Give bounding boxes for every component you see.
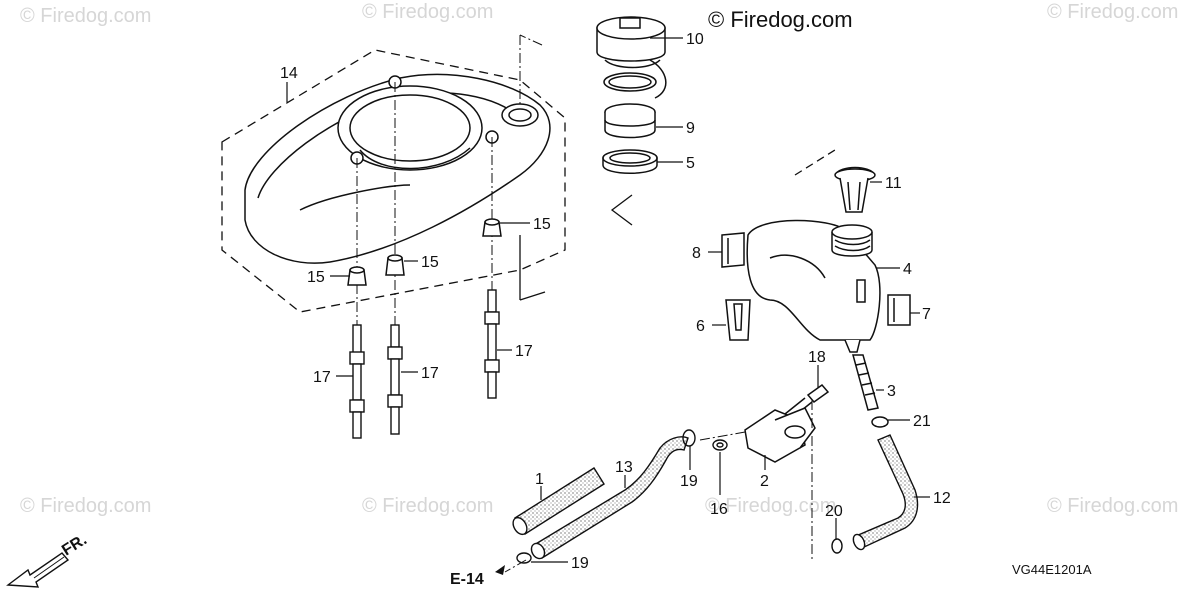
callout-15: 15 bbox=[533, 216, 551, 233]
watermark: © Firedog.com bbox=[705, 495, 836, 517]
callout-14: 14 bbox=[280, 65, 298, 82]
callout-10: 10 bbox=[686, 31, 704, 48]
diagram-code: VG44E1201A bbox=[1012, 562, 1092, 577]
callout-17: 17 bbox=[421, 365, 439, 382]
callout-20: 20 bbox=[825, 503, 843, 520]
callout-15: 15 bbox=[307, 269, 325, 286]
grommet-parts bbox=[347, 218, 502, 286]
fuel-hose-1 bbox=[512, 467, 605, 536]
watermark: © Firedog.com bbox=[20, 5, 151, 27]
callout-9: 9 bbox=[686, 120, 695, 137]
watermark: © Firedog.com bbox=[362, 1, 493, 23]
centerlines bbox=[504, 400, 813, 573]
shroud-group-boundary bbox=[221, 49, 566, 313]
callout-3: 3 bbox=[887, 383, 896, 400]
watermark: © Firedog.com bbox=[362, 495, 493, 517]
callout-1: 1 bbox=[535, 471, 544, 488]
callout-2: 2 bbox=[760, 473, 769, 490]
callout-21: 21 bbox=[913, 413, 931, 430]
dashed-bracket bbox=[610, 194, 633, 226]
seal-ring bbox=[602, 149, 658, 174]
cap-gasket bbox=[603, 59, 667, 99]
stud-bolts bbox=[349, 289, 500, 439]
watermark: © Firedog.com bbox=[20, 495, 151, 517]
tank-cushions bbox=[721, 232, 911, 341]
callout-15: 15 bbox=[421, 254, 439, 271]
callout-19: 19 bbox=[680, 473, 698, 490]
callout-19: 19 bbox=[571, 555, 589, 572]
callout-6: 6 bbox=[696, 318, 705, 335]
watermark: © Firedog.com bbox=[1047, 495, 1178, 517]
callout-18: 18 bbox=[808, 349, 826, 366]
callout-7: 7 bbox=[922, 306, 931, 323]
watermark: © Firedog.com bbox=[1047, 1, 1178, 23]
callout-5: 5 bbox=[686, 155, 695, 172]
callout-11: 11 bbox=[885, 175, 902, 192]
section-reference: E-14 bbox=[450, 571, 484, 588]
centerlines bbox=[356, 34, 543, 345]
fuel-tank bbox=[746, 219, 881, 353]
fuel-strainer bbox=[834, 166, 876, 213]
leader-lines bbox=[286, 37, 930, 563]
leader-line bbox=[519, 291, 546, 301]
callout-13: 13 bbox=[615, 459, 633, 476]
callout-16: 16 bbox=[710, 501, 728, 518]
fuel-cap bbox=[596, 16, 666, 69]
fuel-hose-13 bbox=[530, 436, 689, 560]
washer bbox=[712, 439, 728, 451]
fuel-tube bbox=[852, 354, 879, 411]
fuel-hose-12 bbox=[852, 434, 919, 551]
callout-12: 12 bbox=[933, 490, 951, 507]
hose-clip bbox=[871, 416, 889, 428]
hose-clips bbox=[516, 429, 843, 564]
front-arrow-icon: FR. bbox=[6, 531, 90, 588]
callout-8: 8 bbox=[692, 245, 701, 262]
filler-neck bbox=[604, 103, 656, 139]
copyright-text: © Firedog.com bbox=[708, 7, 853, 32]
callout-17: 17 bbox=[313, 369, 331, 386]
arrow-head bbox=[495, 565, 505, 575]
fuel-valve bbox=[744, 407, 816, 463]
callout-17: 17 bbox=[515, 343, 533, 360]
fan-shroud bbox=[244, 73, 551, 264]
callout-4: 4 bbox=[903, 261, 912, 278]
